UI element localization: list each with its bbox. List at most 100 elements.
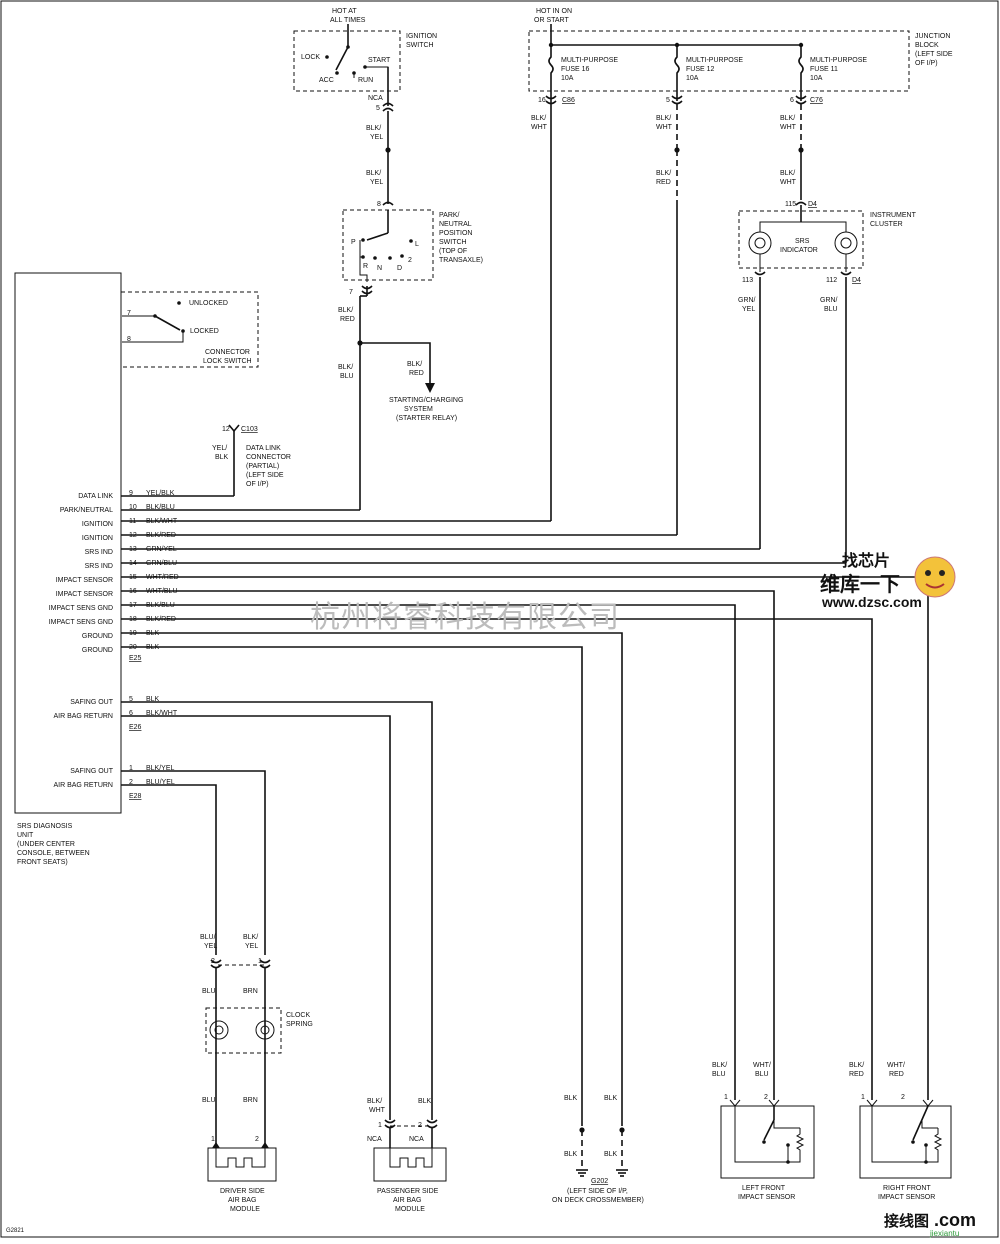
lfs-label-2: IMPACT SENSOR — [738, 1194, 795, 1201]
starting-system-1: STARTING/CHARGING — [389, 397, 463, 404]
locked-label: LOCKED — [190, 328, 219, 335]
e25-row-wire: YEL/BLK — [146, 490, 175, 497]
park-l: L — [415, 241, 419, 248]
watermark-logo-text: 维库一下 — [820, 572, 900, 596]
starting-system-3: (STARTER RELAY) — [396, 415, 457, 422]
hot-in-on-1: HOT IN ON — [536, 8, 572, 15]
lfs-wire-right-1: WHT/ — [753, 1062, 771, 1069]
park-d: D — [397, 265, 402, 272]
fuse12-wire-2: WHT — [656, 124, 673, 131]
e25-row-label: GROUND — [82, 633, 113, 640]
fuse12-label-1: MULTI-PURPOSE — [686, 57, 743, 64]
fuse11-wire-2: WHT — [780, 124, 797, 131]
pass-module-2: AIR BAG — [393, 1197, 421, 1204]
gnd-blk-1: BLK — [564, 1095, 578, 1102]
dlc-wire-2: BLK — [215, 454, 229, 461]
srs-diagnosis-unit: SRS DIAGNOSIS UNIT (UNDER CENTER CONSOLE… — [14, 272, 122, 866]
e28-row-pin: 1 — [129, 765, 133, 772]
lock-switch-label-2: LOCK SWITCH — [203, 358, 252, 365]
acc-label: ACC — [319, 77, 334, 84]
pass-nca2: NCA — [409, 1136, 424, 1143]
e28-row-label: AIR BAG RETURN — [53, 782, 113, 789]
lock-pin8: 8 — [127, 336, 131, 343]
park-neutral-switch: 8 PARK/ NEUTRAL POSITION SWITCH (TOP OF … — [338, 201, 483, 510]
e26-row-wire: BLK/WHT — [146, 710, 178, 717]
cluster-pin115: 115 — [785, 201, 796, 208]
e25-row-label: IGNITION — [82, 521, 113, 528]
pass-module-1: PASSENGER SIDE — [377, 1188, 439, 1195]
fuse16-wire-1: BLK/ — [531, 115, 546, 122]
fuse16-wire-2: WHT — [531, 124, 548, 131]
lfs-wire-left-1: BLK/ — [712, 1062, 727, 1069]
e28-connector-label: E28 — [129, 793, 142, 800]
park-label-6: TRANSAXLE) — [439, 257, 483, 264]
ignition-switch: HOT AT ALL TIMES IGNITION SWITCH LOCK ST… — [293, 8, 437, 204]
fuse12-wire2-2: RED — [656, 179, 671, 186]
e25-row-label: IMPACT SENSOR — [56, 591, 113, 598]
e25-row-pin: 10 — [129, 504, 137, 511]
junction-label-1: JUNCTION — [915, 33, 950, 40]
fuse11-wire2-1: BLK/ — [780, 170, 795, 177]
park-label-3: POSITION — [439, 230, 472, 237]
right-front-impact-sensor: BLK/ RED WHT/ RED 1 2 RIGHT FRONT IMPACT… — [849, 1062, 952, 1201]
e26-row-pin: 5 — [129, 696, 133, 703]
cluster-wire-right-2: BLU — [824, 306, 838, 313]
dlc-label-5: OF I/P) — [246, 481, 269, 488]
dlc-label-4: (LEFT SIDE — [246, 472, 284, 479]
lfs-pin2: 2 — [764, 1094, 768, 1101]
rfs-label-1: RIGHT FRONT — [883, 1185, 931, 1192]
ign-wire-a1: BLK/ — [366, 125, 381, 132]
driver-module-1: DRIVER SIDE — [220, 1188, 265, 1195]
fuse16-pin: 16 — [538, 97, 546, 104]
ign-pin: 5 — [376, 105, 380, 112]
e25-row-label: IGNITION — [82, 535, 113, 542]
fuse12-wire2-1: BLK/ — [656, 170, 671, 177]
watermark-bottom-com: .com — [934, 1210, 976, 1230]
dlc-pin: 12 — [222, 426, 230, 433]
hot-at-all-times-1: HOT AT — [332, 8, 357, 15]
cs-label-2: SPRING — [286, 1021, 313, 1028]
e26-connector-label: E26 — [129, 724, 142, 731]
dlc-label-1: DATA LINK — [246, 445, 281, 452]
fuse11-wire-1: BLK/ — [780, 115, 795, 122]
e25-row-wire: BLK/BLU — [146, 504, 175, 511]
data-link-connector: 12 C103 YEL/ BLK DATA LINK CONNECTOR (PA… — [212, 424, 291, 496]
drv-pin2: 2 — [255, 1136, 259, 1143]
cluster-wire-left-2: YEL — [742, 306, 755, 313]
e28-row-pin: 2 — [129, 779, 133, 786]
fuse12-pin: 5 — [666, 97, 670, 104]
park-wire-c1: BLK/ — [407, 361, 422, 368]
gnd-blk-4: BLK — [604, 1151, 618, 1158]
junction-label-3: (LEFT SIDE — [915, 51, 953, 58]
dlc-conn: C103 — [241, 426, 258, 433]
fuse16-conn: C86 — [562, 97, 575, 104]
driver-airbag-module: DRIVER SIDE AIR BAG MODULE — [207, 1147, 277, 1213]
cs-brn: BRN — [243, 988, 258, 995]
figure-number: G2821 — [6, 1228, 25, 1234]
pass-pin1: 1 — [378, 1122, 382, 1129]
connector-lock-switch: UNLOCKED 7 LOCKED 8 CONNECTOR LOCK SWITC… — [120, 291, 259, 368]
watermark-logo: 找芯片 维库一下 www.dzsc.com — [820, 551, 956, 610]
ign-wire-a2: YEL — [370, 134, 383, 141]
e25-row-label: DATA LINK — [78, 493, 113, 500]
rfs-pin2: 2 — [901, 1094, 905, 1101]
watermark-bottom-cn: 接线图 — [884, 1212, 929, 1230]
hot-at-all-times-2: ALL TIMES — [330, 17, 366, 24]
rfs-wire-left-1: BLK/ — [849, 1062, 864, 1069]
park-pin-bot: 7 — [349, 289, 353, 296]
hot-in-on-2: OR START — [534, 17, 569, 24]
fuse16-label-2: FUSE 16 — [561, 66, 590, 73]
park-n: N — [377, 265, 382, 272]
fuse11-label-2: FUSE 11 — [810, 66, 838, 73]
e25-row-label: IMPACT SENS GND — [49, 619, 113, 626]
park-wire-a2: RED — [340, 316, 355, 323]
watermark-bottom: 接线图 .com jiexiantu — [884, 1210, 976, 1238]
ground-g202: BLK BLK BLK BLK G202 (LEFT SIDE OF I/P, … — [552, 1095, 644, 1204]
rfs-wire-right-1: WHT/ — [887, 1062, 905, 1069]
park-label-5: (TOP OF — [439, 248, 467, 255]
lfs-wire-left-2: BLU — [712, 1071, 726, 1078]
srs-indicator-1: SRS — [795, 238, 810, 245]
e25-row-label: PARK/NEUTRAL — [60, 507, 113, 514]
pass-wire-left-2: WHT — [369, 1107, 386, 1114]
